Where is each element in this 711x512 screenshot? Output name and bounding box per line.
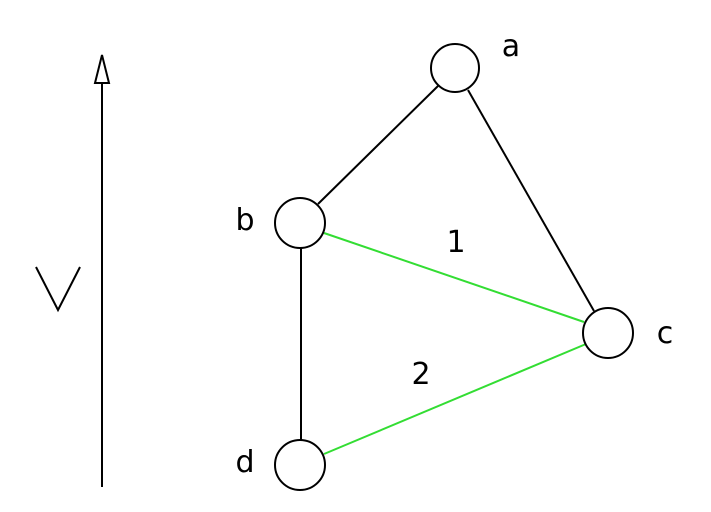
axis-arrowhead-icon — [93, 54, 111, 84]
edge-a-b — [317, 85, 439, 205]
node-label-d: d — [235, 445, 255, 480]
node-label-b: b — [235, 203, 255, 238]
edge-label-2: 2 — [411, 357, 431, 392]
edge-b-c — [323, 232, 585, 323]
node-label-a: a — [501, 29, 521, 64]
node-a — [430, 43, 480, 93]
edge-label-1: 1 — [446, 225, 466, 260]
node-label-c: c — [656, 316, 674, 351]
edge-d-c — [323, 343, 587, 455]
edge-a-c — [467, 89, 595, 312]
node-d — [274, 439, 326, 491]
node-b — [274, 197, 326, 249]
axis-v-glyph — [35, 266, 81, 313]
node-c — [582, 307, 634, 359]
